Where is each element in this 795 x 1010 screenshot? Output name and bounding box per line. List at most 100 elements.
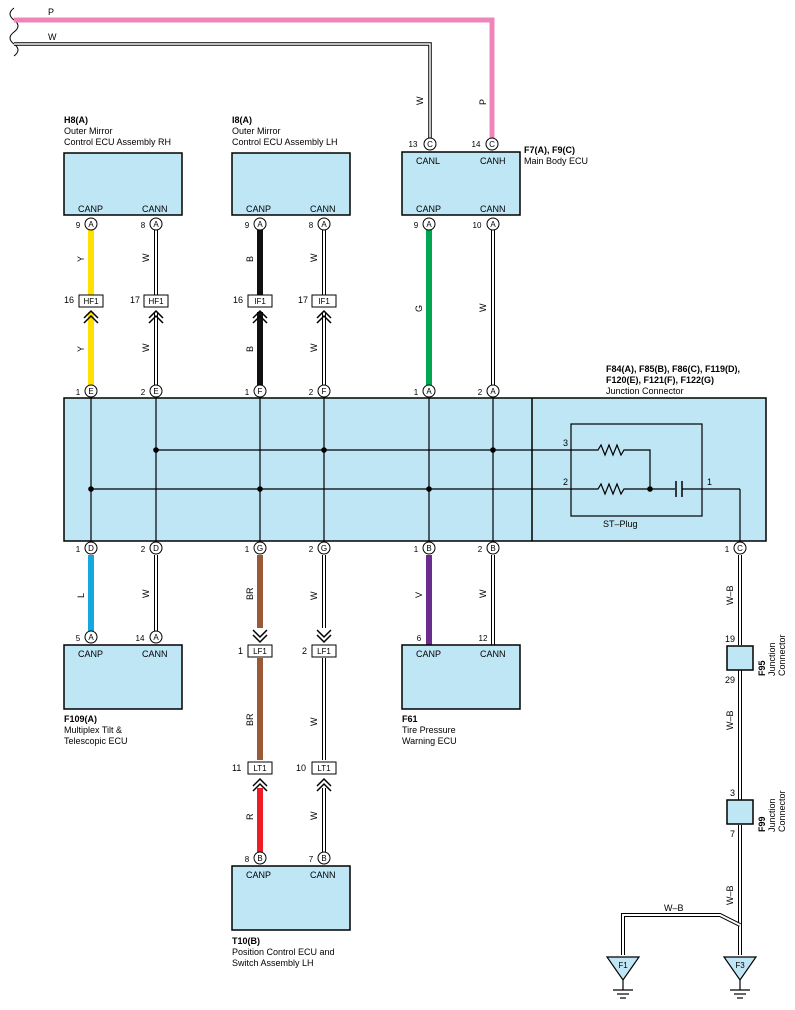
t10-pins: 8 B 7 B <box>245 851 331 865</box>
f7-bottom-pins: 9 A 10 A <box>414 217 500 231</box>
svg-text:8: 8 <box>309 221 314 230</box>
svg-text:B: B <box>426 544 431 553</box>
svg-text:10: 10 <box>296 763 306 773</box>
svg-text:13: 13 <box>409 140 418 149</box>
svg-text:C: C <box>737 544 743 553</box>
i8-canp: CANP <box>246 204 271 214</box>
i8-name2: Control ECU Assembly LH <box>232 137 338 147</box>
f7-name: Main Body ECU <box>524 156 588 166</box>
st-plug-node <box>647 486 653 492</box>
jc-code-1: F84(A), F85(B), F86(C), F119(D), <box>606 364 740 374</box>
svg-text:LF1: LF1 <box>253 647 267 656</box>
svg-text:14: 14 <box>136 634 145 643</box>
f61-name2: Warning ECU <box>402 736 457 746</box>
f109-name1: Multiplex Tilt & <box>64 725 122 735</box>
svg-text:5: 5 <box>76 634 81 643</box>
h8-code: H8(A) <box>64 115 88 125</box>
svg-text:C: C <box>427 140 433 149</box>
svg-text:1: 1 <box>238 646 243 656</box>
svg-text:Connector: Connector <box>777 790 787 832</box>
svg-text:10: 10 <box>473 221 482 230</box>
if1-connector: 16 IF1 17 IF1 <box>233 294 337 324</box>
wire-p-top <box>14 17 495 138</box>
label-w-1: W <box>141 253 151 262</box>
svg-text:9: 9 <box>245 221 250 230</box>
svg-text:A: A <box>153 220 159 229</box>
h8-name1: Outer Mirror <box>64 126 113 136</box>
wire-p-label: P <box>48 7 54 17</box>
svg-text:E: E <box>88 387 93 396</box>
wire-p-vert-label: P <box>478 99 488 105</box>
wire-wb-ground <box>621 555 742 955</box>
f95-junction: 19 29 F95 Junction Connector <box>725 634 787 685</box>
f7-pin-13: 13 C <box>409 137 437 151</box>
svg-text:9: 9 <box>76 221 81 230</box>
jc-bottom-pins: 1 D 2 D 1 G 2 G 1 B 2 B 1 C <box>76 541 747 555</box>
ground-f3: F3 <box>722 956 758 999</box>
lf1-connector: 1 LF1 2 LF1 <box>238 629 337 658</box>
svg-text:B: B <box>257 854 262 863</box>
f61-ecu-box <box>401 644 521 710</box>
f7-canl: CANL <box>416 156 440 166</box>
f61-pin-6: 6 <box>417 634 422 643</box>
st-plug-resistor-1 <box>592 443 651 489</box>
st-pin-1: 1 <box>707 477 712 487</box>
svg-text:F95: F95 <box>757 660 767 676</box>
label-w-9: W <box>309 811 319 820</box>
label-v: V <box>414 592 424 598</box>
svg-text:7: 7 <box>730 829 735 839</box>
svg-text:D: D <box>88 544 94 553</box>
svg-text:14: 14 <box>472 140 481 149</box>
svg-text:9: 9 <box>414 221 419 230</box>
f7-canp: CANP <box>416 204 441 214</box>
svg-text:1: 1 <box>414 545 419 554</box>
f109-name2: Telescopic ECU <box>64 736 128 746</box>
label-wb-3: W–B <box>725 885 735 905</box>
i8-pins: 9 A 8 A <box>245 217 331 231</box>
svg-text:11: 11 <box>232 763 241 773</box>
svg-text:E: E <box>153 387 158 396</box>
svg-text:8: 8 <box>245 855 250 864</box>
svg-text:IF1: IF1 <box>318 297 330 306</box>
svg-text:A: A <box>490 220 496 229</box>
svg-text:G: G <box>257 544 263 553</box>
label-w-7: W <box>309 591 319 600</box>
f61-pin-12: 12 <box>479 634 488 643</box>
svg-text:29: 29 <box>725 675 735 685</box>
label-b-1: B <box>245 256 255 262</box>
svg-text:A: A <box>88 633 94 642</box>
svg-text:1: 1 <box>76 545 81 554</box>
svg-text:1: 1 <box>414 388 419 397</box>
st-plug-capacitor <box>675 481 741 542</box>
svg-text:17: 17 <box>298 295 308 305</box>
f61-code: F61 <box>402 714 418 724</box>
svg-text:IF1: IF1 <box>254 297 266 306</box>
svg-text:B: B <box>321 854 326 863</box>
svg-text:LT1: LT1 <box>253 764 267 773</box>
svg-text:HF1: HF1 <box>148 297 164 306</box>
svg-text:19: 19 <box>725 634 735 644</box>
i8-name1: Outer Mirror <box>232 126 281 136</box>
svg-text:3: 3 <box>730 788 735 798</box>
svg-text:16: 16 <box>233 295 243 305</box>
junction-connector-box <box>63 397 767 542</box>
svg-text:1: 1 <box>245 388 250 397</box>
svg-text:2: 2 <box>309 545 314 554</box>
svg-text:D: D <box>153 544 159 553</box>
label-l: L <box>76 593 86 598</box>
label-w-5: W <box>478 303 488 312</box>
label-w-3: W <box>309 253 319 262</box>
st-pin-2: 2 <box>563 477 568 487</box>
f109-cann: CANN <box>142 649 168 659</box>
i8-ecu-box <box>231 152 351 216</box>
svg-text:A: A <box>426 220 432 229</box>
f61-name1: Tire Pressure <box>402 725 456 735</box>
svg-text:LT1: LT1 <box>317 764 331 773</box>
label-br-2: BR <box>245 713 255 726</box>
svg-text:F3: F3 <box>735 961 745 970</box>
svg-text:1: 1 <box>725 545 730 554</box>
label-w-8: W <box>309 717 319 726</box>
st-plug-resistor-2 <box>592 482 675 496</box>
